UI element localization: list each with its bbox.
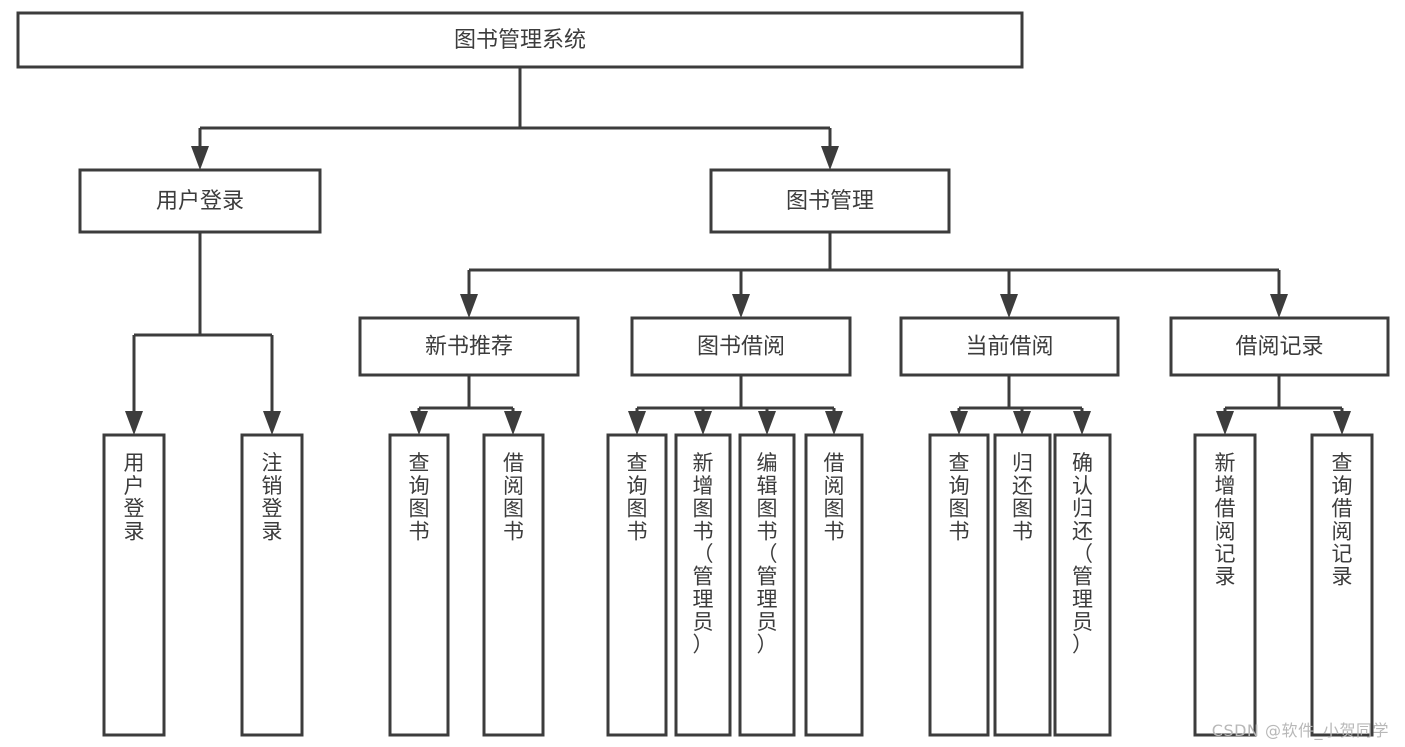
node-rect[interactable] [78, 168, 322, 234]
node-rect[interactable] [993, 433, 1052, 737]
connector-arrowhead [1073, 411, 1091, 435]
connector-arrowhead [263, 411, 281, 435]
leaf-node-leaf-user-login[interactable]: 用户登录 [102, 433, 166, 737]
node-label: 用户登录 [124, 451, 145, 543]
node-label: 新书推荐 [425, 335, 513, 360]
connector-arrowhead [191, 146, 209, 170]
connector-bus-book-manage [460, 232, 1288, 318]
node-label: 查询借阅记录 [1332, 451, 1353, 588]
node-label: 用户登录 [156, 189, 244, 214]
node-label: 注销登录 [262, 451, 283, 543]
node-borrow-record[interactable]: 借阅记录 [1169, 316, 1390, 377]
node-rect[interactable] [240, 433, 304, 737]
connector-layer [125, 67, 1351, 435]
node-current-borrow[interactable]: 当前借阅 [899, 316, 1120, 377]
node-rect[interactable] [16, 11, 1024, 69]
node-book-manage[interactable]: 图书管理 [709, 168, 951, 234]
leaf-node-leaf-return-book[interactable]: 归还图书 [993, 433, 1052, 737]
node-label: 借阅记录 [1235, 335, 1323, 360]
node-label: 新增借阅记录 [1215, 451, 1236, 588]
node-label: 查询图书 [949, 451, 970, 543]
connector-arrowhead [950, 411, 968, 435]
node-rect[interactable] [1193, 433, 1257, 737]
node-rect[interactable] [630, 316, 852, 377]
leaf-node-leaf-query-record[interactable]: 查询借阅记录 [1310, 433, 1374, 737]
node-rect[interactable] [482, 433, 545, 737]
node-rect[interactable] [1310, 433, 1374, 737]
connector-bus-new-book [410, 375, 522, 435]
connector-arrowhead [125, 411, 143, 435]
connector-arrowhead [694, 411, 712, 435]
connector-arrowhead [1333, 411, 1351, 435]
node-rect[interactable] [388, 433, 450, 737]
node-rect[interactable] [928, 433, 990, 737]
node-new-book-recommend[interactable]: 新书推荐 [358, 316, 580, 377]
leaf-node-leaf-query-book-1[interactable]: 查询图书 [388, 433, 450, 737]
node-label: 查询图书 [627, 451, 648, 543]
node-rect[interactable] [606, 433, 668, 737]
node-label: 图书管理系统 [454, 28, 586, 53]
connector-bus-root [191, 67, 839, 170]
node-label: 借阅图书 [824, 451, 845, 543]
node-rect[interactable] [1053, 433, 1112, 737]
node-rect[interactable] [709, 168, 951, 234]
node-label: 当前借阅 [965, 335, 1053, 360]
connector-arrowhead [460, 294, 478, 318]
leaf-node-leaf-borrow-book-1[interactable]: 借阅图书 [482, 433, 545, 737]
node-rect[interactable] [738, 433, 796, 737]
node-label: 图书借阅 [697, 335, 785, 360]
node-label: 确认归还（管理员） [1072, 451, 1093, 656]
connector-arrowhead [1000, 294, 1018, 318]
node-label: 新增图书（管理员） [693, 451, 714, 656]
connector-arrowhead [1270, 294, 1288, 318]
node-rect[interactable] [102, 433, 166, 737]
connector-arrowhead [732, 294, 750, 318]
leaf-node-leaf-edit-book[interactable]: 编辑图书（管理员） [738, 433, 796, 737]
node-rect[interactable] [899, 316, 1120, 377]
connector-bus-borrow-record [1216, 375, 1351, 435]
leaf-node-leaf-add-record[interactable]: 新增借阅记录 [1193, 433, 1257, 737]
leaf-node-leaf-query-book-2[interactable]: 查询图书 [606, 433, 668, 737]
csdn-watermark: CSDN @软件_小贺同学 [1211, 721, 1389, 740]
leaf-node-leaf-confirm-return[interactable]: 确认归还（管理员） [1053, 433, 1112, 737]
node-label: 编辑图书（管理员） [757, 451, 778, 656]
leaf-node-leaf-borrow-book-2[interactable]: 借阅图书 [804, 433, 864, 737]
node-user-login[interactable]: 用户登录 [78, 168, 322, 234]
connector-arrowhead [410, 411, 428, 435]
node-rect[interactable] [1169, 316, 1390, 377]
connector-bus-book-borrow [628, 375, 843, 435]
connector-arrowhead [825, 411, 843, 435]
node-layer: 图书管理系统用户登录图书管理新书推荐图书借阅当前借阅借阅记录用户登录注销登录查询… [16, 11, 1390, 737]
node-label: 查询图书 [409, 451, 430, 543]
connector-arrowhead [1216, 411, 1234, 435]
connector-bus-current-borrow [950, 375, 1091, 435]
node-book-borrow[interactable]: 图书借阅 [630, 316, 852, 377]
connector-arrowhead [504, 411, 522, 435]
leaf-node-leaf-logout[interactable]: 注销登录 [240, 433, 304, 737]
connector-arrowhead [628, 411, 646, 435]
node-rect[interactable] [804, 433, 864, 737]
node-rect[interactable] [674, 433, 732, 737]
connector-arrowhead [758, 411, 776, 435]
node-label: 借阅图书 [503, 451, 524, 543]
connector-arrowhead [1013, 411, 1031, 435]
connector-arrowhead [821, 146, 839, 170]
leaf-node-leaf-add-book[interactable]: 新增图书（管理员） [674, 433, 732, 737]
node-rect[interactable] [358, 316, 580, 377]
connector-bus-user-login [125, 232, 281, 435]
node-root[interactable]: 图书管理系统 [16, 11, 1024, 69]
node-label: 图书管理 [786, 189, 874, 214]
leaf-node-leaf-query-book-3[interactable]: 查询图书 [928, 433, 990, 737]
node-label: 归还图书 [1012, 451, 1033, 543]
